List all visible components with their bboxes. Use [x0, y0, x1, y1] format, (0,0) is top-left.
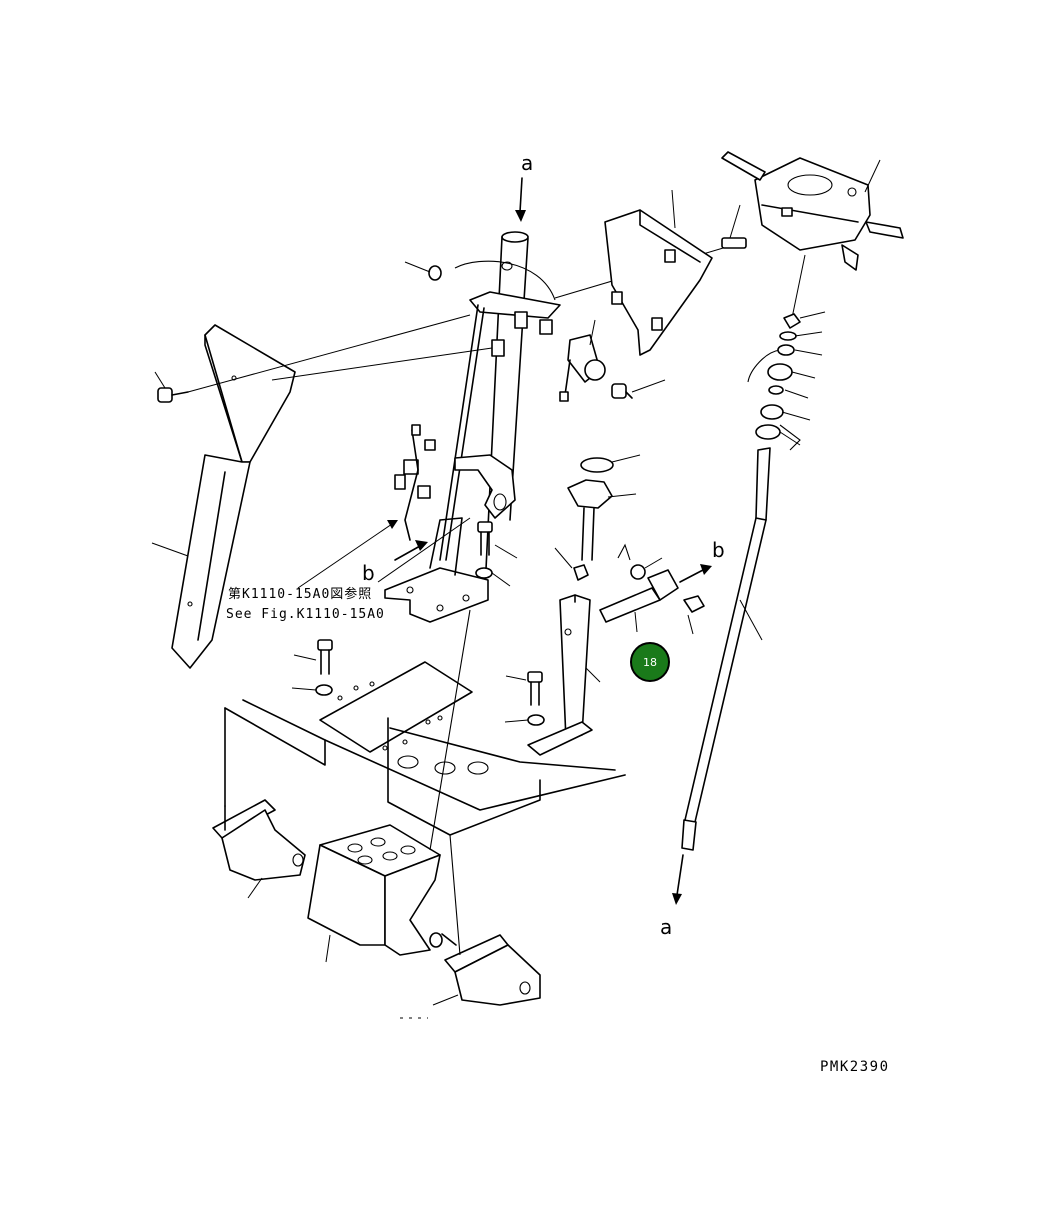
spring-wire — [747, 349, 781, 383]
column-cover — [171, 324, 296, 669]
arrow-b-left — [394, 540, 428, 561]
arrow-a-bottom — [672, 854, 684, 905]
pedestal-bolt — [504, 671, 545, 726]
cover-bolt — [157, 387, 189, 403]
label-b-left: b — [362, 561, 375, 585]
top-nut — [428, 265, 442, 281]
reference-note-en: See Fig.K1110-15A0 — [226, 607, 385, 622]
lower-bracket-left — [212, 799, 306, 899]
wiring-harness — [394, 424, 436, 541]
callout-circle[interactable] — [630, 642, 670, 682]
label-b-right: b — [712, 538, 725, 562]
switch-bolt — [611, 379, 666, 399]
bracket-bolt — [721, 204, 747, 249]
reference-pointer — [297, 517, 471, 589]
arrow-b-right — [679, 564, 712, 583]
switch-assembly — [559, 319, 606, 402]
mount-bracket — [604, 189, 713, 356]
knob — [554, 454, 641, 581]
plate-bolt — [291, 639, 333, 696]
control-rod — [681, 447, 771, 851]
clip — [454, 260, 556, 301]
lower-bracket-right — [429, 932, 541, 1006]
column-bolt — [475, 521, 518, 587]
callout-number: 18 — [643, 656, 657, 669]
arrow-a-top — [515, 177, 526, 222]
hardware-stack — [747, 254, 826, 451]
pedestal — [527, 594, 601, 756]
callout-badge[interactable]: 18 — [630, 642, 670, 682]
drawing-code: PMK2390 — [820, 1059, 890, 1075]
control-lever-head — [721, 151, 904, 271]
valve-block — [307, 824, 441, 963]
label-a-bottom: a — [660, 915, 672, 939]
reference-note-jp: 第K1110-15A0図参照 — [228, 586, 372, 602]
label-a-top: a — [521, 151, 533, 175]
clevis — [599, 543, 705, 635]
